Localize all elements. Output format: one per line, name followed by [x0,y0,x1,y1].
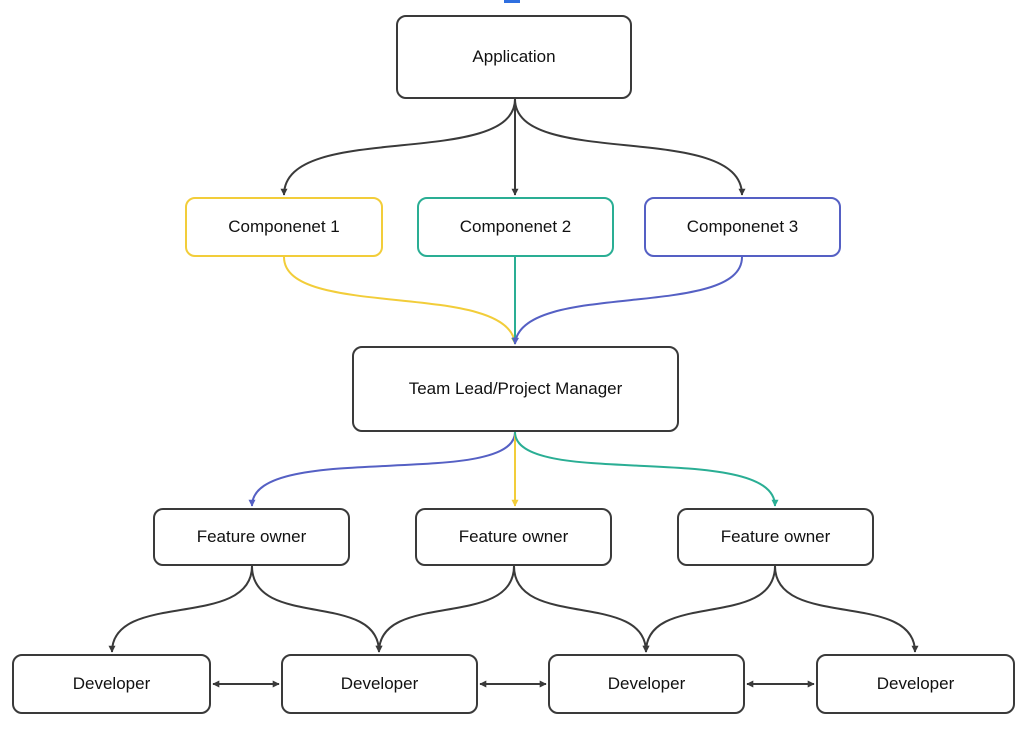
node-team-lead-label: Team Lead/Project Manager [408,379,623,398]
node-component-2-label: Componenet 2 [459,217,572,236]
node-feature-owner-2-label: Feature owner [458,527,569,546]
edge-component-3-team-lead [512,256,743,345]
node-developer-3[interactable]: Developer [548,654,745,714]
edge-team-lead-feature-owner-3 [514,431,779,507]
node-feature-owner-1[interactable]: Feature owner [153,508,350,566]
edge-application-component-1 [280,98,516,196]
node-application-label: Application [472,47,556,66]
top-edge-mark [504,0,520,3]
node-component-1-label: Componenet 1 [228,217,340,236]
node-developer-3-label: Developer [607,674,686,693]
edge-feature-owner-2-developer-3 [513,565,650,653]
edge-feature-owner-3-developer-4 [774,565,919,653]
edge-feature-owner-3-developer-3 [642,565,776,653]
node-component-3[interactable]: Componenet 3 [644,197,841,257]
edge-team-lead-feature-owner-1 [248,431,516,507]
edge-feature-owner-1-developer-2 [251,565,383,653]
node-component-3-label: Componenet 3 [686,217,799,236]
node-developer-1-label: Developer [72,674,151,693]
node-application[interactable]: Application [396,15,632,99]
node-developer-4-label: Developer [876,674,955,693]
node-developer-2[interactable]: Developer [281,654,478,714]
node-developer-2-label: Developer [340,674,419,693]
node-team-lead[interactable]: Team Lead/Project Manager [352,346,679,432]
edge-feature-owner-2-developer-2 [375,565,515,653]
edge-application-component-3 [514,98,746,196]
edge-component-1-team-lead [283,256,518,345]
node-component-2[interactable]: Componenet 2 [417,197,614,257]
node-component-1[interactable]: Componenet 1 [185,197,383,257]
node-feature-owner-1-label: Feature owner [196,527,307,546]
node-feature-owner-2[interactable]: Feature owner [415,508,612,566]
node-developer-1[interactable]: Developer [12,654,211,714]
node-feature-owner-3-label: Feature owner [720,527,831,546]
edge-feature-owner-1-developer-1 [108,565,253,653]
node-feature-owner-3[interactable]: Feature owner [677,508,874,566]
node-developer-4[interactable]: Developer [816,654,1015,714]
